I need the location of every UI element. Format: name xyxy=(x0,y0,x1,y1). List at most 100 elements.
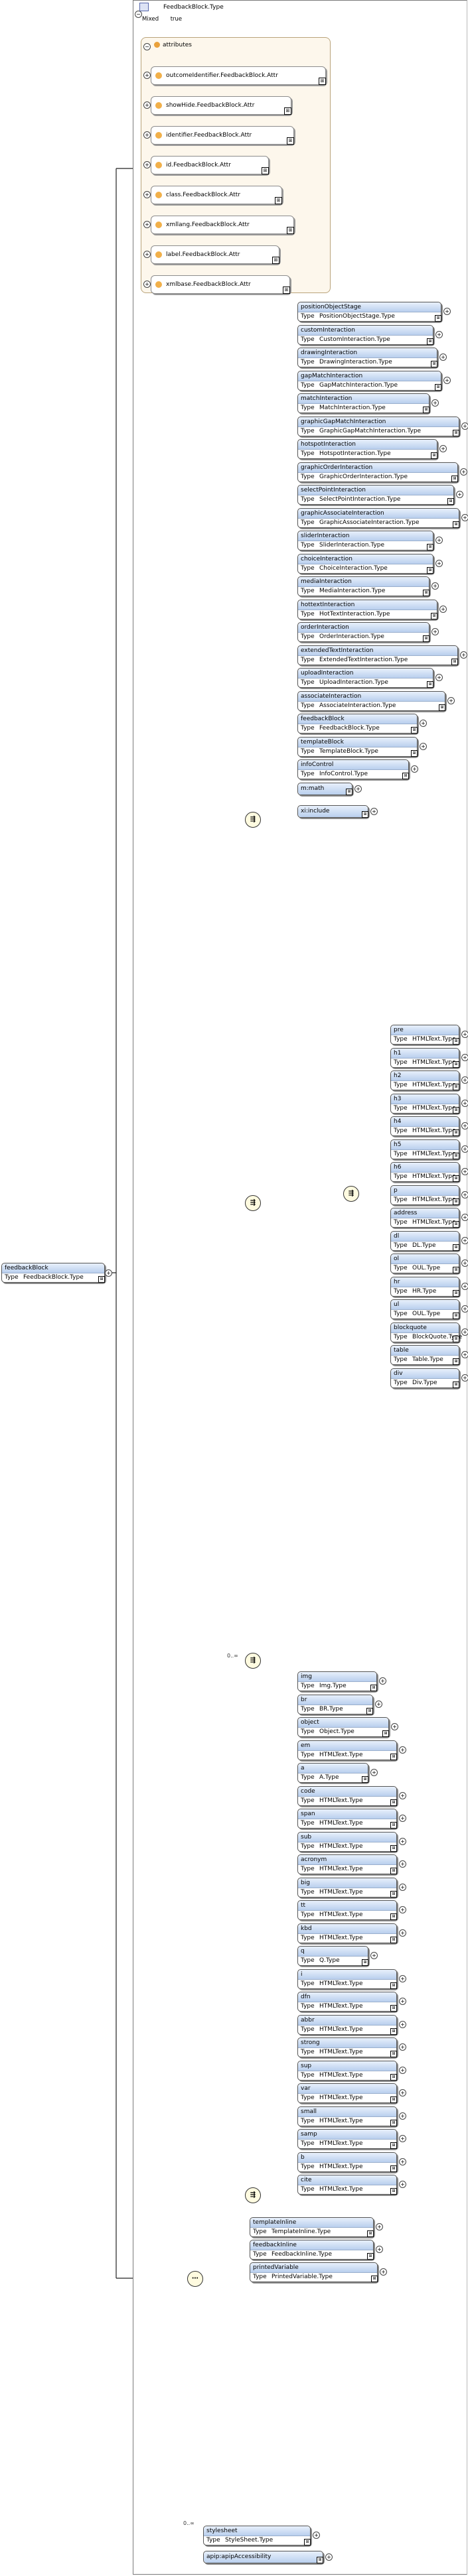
expand-corner-icon[interactable]: ⊞ xyxy=(390,1982,397,1989)
expand-corner-icon[interactable]: ⊞ xyxy=(453,1313,459,1319)
element-expand-icon[interactable]: + xyxy=(461,1099,468,1107)
expand-corner-icon[interactable]: ⊞ xyxy=(390,1868,397,1874)
element-expand-icon[interactable]: + xyxy=(435,330,443,338)
attribute-expand-icon[interactable]: + xyxy=(143,191,151,198)
expand-corner-icon[interactable]: ⊞ xyxy=(427,544,433,550)
element-expand-icon[interactable]: + xyxy=(443,308,451,315)
expand-corner-icon[interactable]: ⊞ xyxy=(367,2253,374,2260)
expand-corner-icon[interactable]: ⊞ xyxy=(427,566,433,574)
expand-corner-icon[interactable]: ⊞ xyxy=(390,1936,397,1943)
expand-corner-icon[interactable]: ⊞ xyxy=(98,1276,105,1283)
element-expand-icon[interactable]: + xyxy=(420,720,427,727)
attribute-expand-icon[interactable]: + xyxy=(143,221,151,228)
attribute-expand-icon[interactable]: + xyxy=(143,281,151,288)
element-expand-icon[interactable]: + xyxy=(431,399,439,407)
expand-corner-icon[interactable]: ⊞ xyxy=(453,1381,459,1388)
expand-corner-icon[interactable]: ⊞ xyxy=(287,227,294,234)
element-expand-icon[interactable]: + xyxy=(431,628,439,635)
expand-corner-icon[interactable]: ⊞ xyxy=(453,1038,459,1045)
expand-corner-icon[interactable]: ⊞ xyxy=(390,2073,397,2081)
expand-corner-icon[interactable]: ⊞ xyxy=(402,773,409,779)
expand-corner-icon[interactable]: ⊞ xyxy=(362,1776,368,1783)
expand-corner-icon[interactable]: ⊞ xyxy=(453,1061,459,1068)
element-expand-icon[interactable]: + xyxy=(325,2553,333,2561)
element-expand-icon[interactable]: + xyxy=(399,1746,406,1754)
expand-corner-icon[interactable]: ⊞ xyxy=(304,2539,311,2545)
element-expand-icon[interactable]: + xyxy=(456,491,463,498)
element-expand-icon[interactable]: + xyxy=(461,1145,468,1153)
attribute-expand-icon[interactable]: + xyxy=(143,161,151,168)
element-expand-icon[interactable]: + xyxy=(370,808,378,815)
expand-corner-icon[interactable]: ⊞ xyxy=(453,1152,459,1159)
element-expand-icon[interactable]: + xyxy=(379,1677,386,1685)
expand-corner-icon[interactable]: ⊞ xyxy=(390,2165,397,2172)
element-expand-icon[interactable]: + xyxy=(399,1906,406,1913)
element-expand-icon[interactable]: + xyxy=(460,468,467,476)
element-expand-icon[interactable]: + xyxy=(375,1700,382,1708)
element-expand-icon[interactable]: + xyxy=(461,1168,468,1175)
expand-corner-icon[interactable]: ⊞ xyxy=(453,1175,459,1182)
element-expand-icon[interactable]: + xyxy=(399,1929,406,1937)
element-expand-icon[interactable]: + xyxy=(461,1351,468,1358)
expand-corner-icon[interactable]: ⊞ xyxy=(423,590,429,596)
expand-corner-icon[interactable]: ⊞ xyxy=(439,704,445,711)
element-expand-icon[interactable]: + xyxy=(439,445,447,452)
expand-corner-icon[interactable]: ⊞ xyxy=(319,78,326,85)
element-xi-include[interactable]: xi:include⊞ xyxy=(297,805,368,818)
attributes-collapse-icon[interactable]: − xyxy=(143,43,151,50)
expand-corner-icon[interactable]: ⊞ xyxy=(453,521,459,528)
expand-corner-icon[interactable]: ⊞ xyxy=(370,1685,377,1691)
expand-corner-icon[interactable]: ⊞ xyxy=(431,361,437,367)
element-apip-apipAccessibility[interactable]: apip:apipAccessibility⊞ xyxy=(203,2551,323,2563)
expand-corner-icon[interactable]: ⊞ xyxy=(423,635,429,642)
element-expand-icon[interactable]: + xyxy=(461,1076,468,1084)
expand-corner-icon[interactable]: ⊞ xyxy=(453,1267,459,1273)
element-expand-icon[interactable]: + xyxy=(461,1259,468,1267)
attribute-item[interactable]: xmlbase.FeedbackBlock.Attr⊞ xyxy=(151,275,290,294)
expand-corner-icon[interactable]: ⊞ xyxy=(453,1198,459,1205)
expand-corner-icon[interactable]: ⊞ xyxy=(435,383,441,391)
element-expand-icon[interactable]: + xyxy=(354,785,362,793)
element-expand-icon[interactable]: + xyxy=(399,2181,406,2188)
element-expand-icon[interactable]: + xyxy=(399,2135,406,2142)
element-expand-icon[interactable]: + xyxy=(443,376,451,384)
expand-corner-icon[interactable]: ⊞ xyxy=(382,1730,389,1737)
expand-corner-icon[interactable]: ⊞ xyxy=(362,1959,368,1966)
expand-corner-icon[interactable]: ⊞ xyxy=(362,811,368,818)
element-expand-icon[interactable]: + xyxy=(399,1791,406,1799)
